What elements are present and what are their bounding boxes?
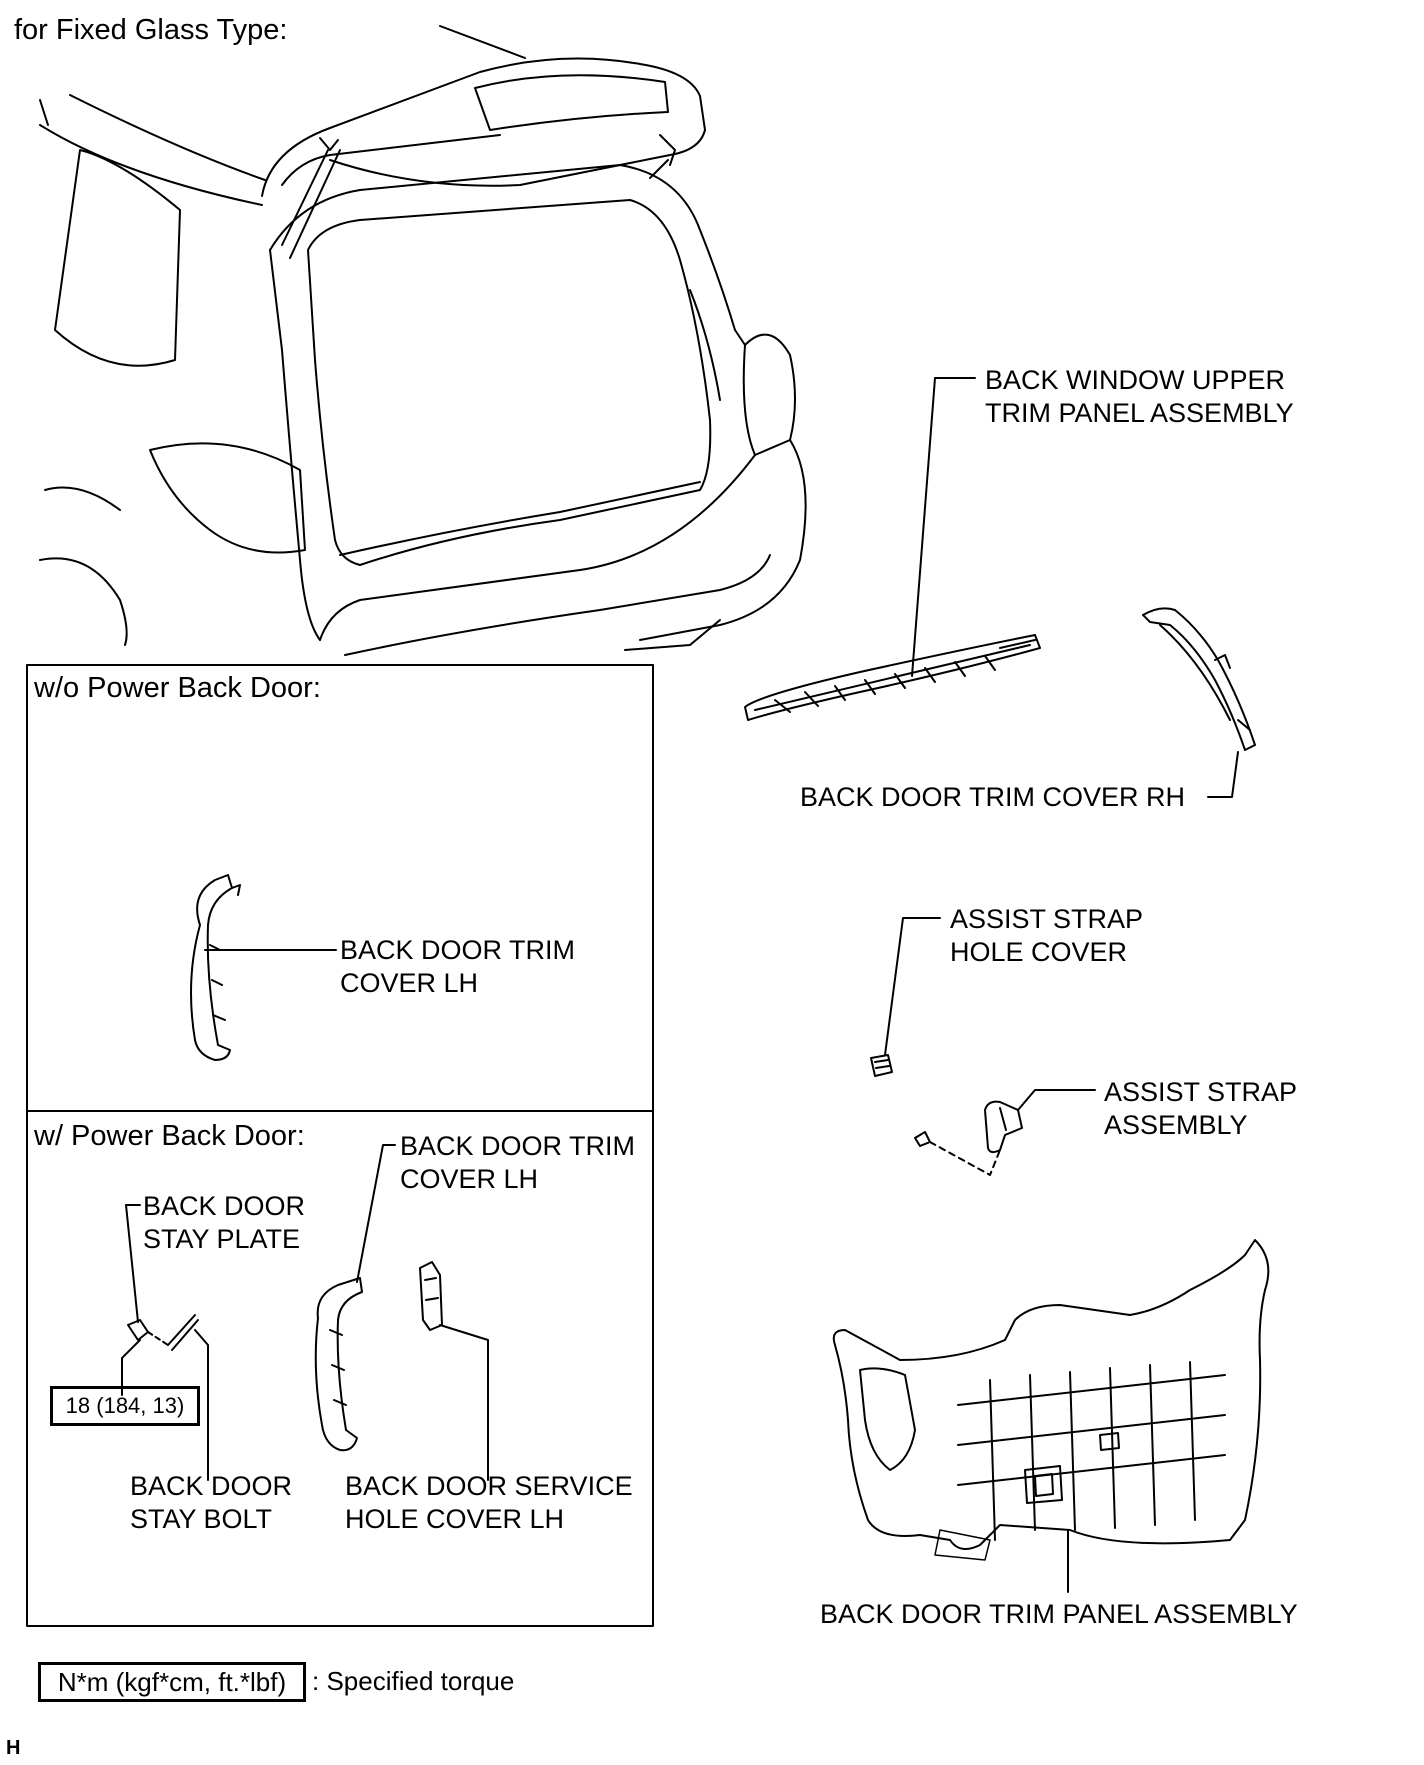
legend-text: : Specified torque [312,1666,515,1696]
back-door-trim-panel-assembly [832,1239,1270,1561]
assist-strap-hole-cover [870,1054,893,1077]
torque-value-box: 18 (184, 13) [50,1386,200,1426]
label-line-1: BACK DOOR TRIM [400,1131,636,1161]
label-line-1: BACK DOOR [143,1191,306,1221]
label-line-2: COVER LH [400,1164,539,1194]
label-assist-strap-assembly: ASSIST STRAP ASSEMBLY [1104,1076,1297,1142]
section-title-w-power: w/ Power Back Door: [34,1120,305,1152]
label-back-door-trim-cover-lh-wo: BACK DOOR TRIM COVER LH [340,934,575,1000]
label-line-1: ASSIST STRAP [1104,1077,1298,1107]
label-line-2: HOLE COVER [950,937,1128,967]
vehicle-illustration [39,25,807,656]
label-assist-strap-hole-cover: ASSIST STRAP HOLE COVER [950,903,1143,969]
label-line-1: ASSIST STRAP [950,904,1144,934]
label-line-1: BACK WINDOW UPPER [985,365,1286,395]
back-door-trim-cover-lh-wo [190,874,241,1061]
label-back-window-upper-trim-panel: BACK WINDOW UPPER TRIM PANEL ASSEMBLY [985,364,1294,430]
label-line-1: BACK DOOR TRIM [340,935,576,965]
back-door-trim-cover-rh [1142,607,1256,751]
back-door-stay-bolt [167,1314,199,1351]
back-door-trim-cover-lh-w [314,1277,363,1452]
back-door-service-hole-cover-lh [419,1261,443,1331]
footer-code: H [6,1737,21,1759]
label-back-door-service-hole-cover-lh: BACK DOOR SERVICE HOLE COVER LH [345,1470,633,1536]
assist-strap-assembly [984,1100,1023,1154]
label-line-1: BACK DOOR [130,1471,293,1501]
label-back-door-stay-bolt: BACK DOOR STAY BOLT [130,1470,292,1536]
back-door-stay-plate [127,1319,149,1341]
label-line-2: STAY PLATE [143,1224,301,1254]
label-line-2: COVER LH [340,968,479,998]
label-line-2: ASSEMBLY [1104,1110,1248,1140]
label-back-door-trim-cover-lh-w: BACK DOOR TRIM COVER LH [400,1130,635,1196]
label-line-1: BACK DOOR SERVICE [345,1471,633,1501]
section-title-wo-power: w/o Power Back Door: [34,672,321,704]
label-line-2: TRIM PANEL ASSEMBLY [985,398,1294,428]
back-window-upper-trim-panel [744,634,1041,721]
torque-unit-box: N*m (kgf*cm, ft.*lbf) [38,1662,306,1702]
label-back-door-stay-plate: BACK DOOR STAY PLATE [143,1190,305,1256]
label-back-door-trim-cover-rh: BACK DOOR TRIM COVER RH [800,782,1186,812]
label-line-2: HOLE COVER LH [345,1504,565,1534]
label-line-2: STAY BOLT [130,1504,273,1534]
label-back-door-trim-panel-assembly: BACK DOOR TRIM PANEL ASSEMBLY [820,1599,1298,1629]
header-title: for Fixed Glass Type: [14,14,288,46]
